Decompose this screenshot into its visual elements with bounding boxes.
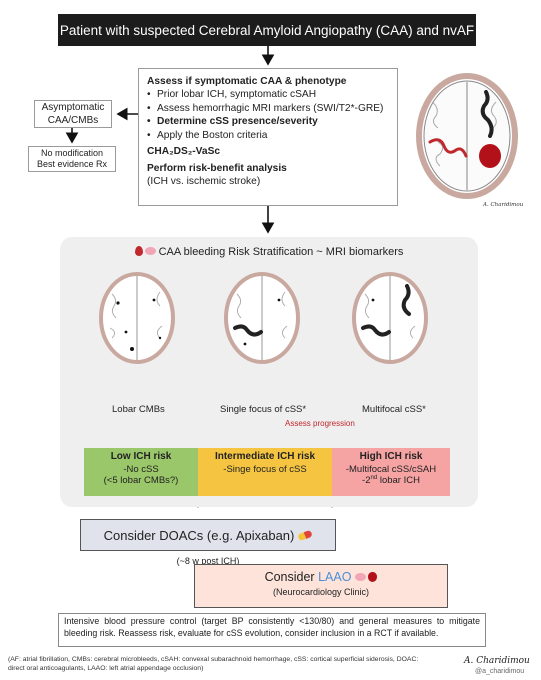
doac-sub: (~8 w post ICH): [176, 556, 240, 566]
brain-emoji-icon: [144, 247, 156, 255]
analysis-sub: (ICH vs. ischemic stroke): [147, 176, 261, 188]
analysis-heading: Perform risk-benefit analysis: [147, 162, 287, 174]
low-risk-box: Low ICH risk -No cSS (<5 lobar CMBs?): [84, 448, 198, 496]
laao-highlight: LAAO: [318, 570, 352, 584]
brain-single-css: [224, 272, 300, 364]
abbreviation-footnote: (AF: atrial fibrillation, CMBs: cerebral…: [8, 656, 419, 673]
high-risk-line: -Multifocal cSS/cSAH: [345, 463, 437, 475]
label-single-css: Single focus of cSS*: [220, 404, 307, 415]
assessment-box: Assess if symptomatic CAA & phenotype Pr…: [138, 68, 398, 206]
bp-control-note: Intensive blood pressure control (target…: [58, 613, 486, 647]
laao-box: Consider LAAO (Neurocardiology Clinic): [194, 564, 448, 608]
intermediate-risk-title: Intermediate ICH risk: [214, 451, 316, 462]
doac-label: Consider DOACs (e.g. Apixaban): [103, 527, 295, 543]
label-lobar-cmbs: Lobar CMBs: [112, 404, 165, 415]
assessment-heading: Assess if symptomatic CAA & phenotype: [147, 76, 347, 87]
label-multifocal-css: Multifocal cSS*: [362, 404, 426, 415]
doac-box: Consider DOACs (e.g. Apixaban): [80, 519, 336, 551]
high-risk-ich: lobar ICH: [379, 475, 420, 487]
high-risk-ordinal: -2: [362, 475, 371, 487]
high-risk-line: -2nd lobar ICH: [332, 475, 450, 487]
low-risk-line: -No cSS: [123, 463, 159, 475]
low-risk-line: (<5 lobar CMBs?): [103, 475, 179, 487]
page-title: Patient with suspected Cerebral Amyloid …: [58, 14, 476, 46]
laao-prefix: Consider: [264, 570, 319, 584]
no-modification-line: No modification: [40, 148, 104, 158]
high-risk-ordinal-sup: nd: [370, 475, 378, 482]
brain-emoji-icon: [355, 573, 367, 581]
brain-signature: A. Charidimou: [482, 202, 524, 208]
assess-progression-label: Assess progression: [285, 419, 355, 428]
laao-sub: (Neurocardiology Clinic): [272, 587, 370, 597]
assessment-item: Assess hemorrhagic MRI markers (SWI/T2*-…: [147, 102, 389, 116]
brain-multifocal-css: [352, 272, 428, 364]
heart-icon: [368, 572, 378, 582]
pill-icon: [297, 529, 314, 541]
asymptomatic-line: CAA/CMBs: [47, 114, 99, 126]
brain-lobar-cmbs: [99, 272, 175, 364]
score-label: CHA₂DS₂-VaSc: [147, 146, 221, 158]
intermediate-risk-line: -Singe focus of cSS: [223, 463, 307, 475]
author-signature: A. Charidimou: [464, 656, 530, 666]
assessment-item: Prior lobar ICH, symptomatic cSAH: [147, 88, 389, 102]
blood-drop-icon: [134, 246, 143, 256]
asymptomatic-line: Asymptomatic: [41, 102, 105, 113]
assessment-item: Apply the Boston criteria: [147, 129, 389, 143]
high-risk-title: High ICH risk: [359, 451, 423, 462]
assessment-item: Determine cSS presence/severity: [147, 115, 389, 129]
no-modification-box: No modification Best evidence Rx: [28, 146, 116, 172]
low-risk-title: Low ICH risk: [110, 451, 172, 462]
high-risk-box: High ICH risk -Multifocal cSS/cSAH -2nd …: [332, 448, 450, 496]
asymptomatic-box: Asymptomatic CAA/CMBs: [34, 100, 112, 128]
intermediate-risk-box: Intermediate ICH risk -Singe focus of cS…: [198, 448, 332, 496]
stratification-title: CAA bleeding Risk Stratification ~ MRI b…: [60, 246, 478, 258]
author-handle: @a_charidimou: [475, 668, 525, 675]
stratification-title-text: CAA bleeding Risk Stratification ~ MRI b…: [158, 246, 404, 258]
axial-brain-illustration: A. Charidimou: [416, 73, 524, 208]
laao-label: Consider LAAO: [195, 570, 447, 584]
no-modification-line: Best evidence Rx: [36, 159, 108, 170]
